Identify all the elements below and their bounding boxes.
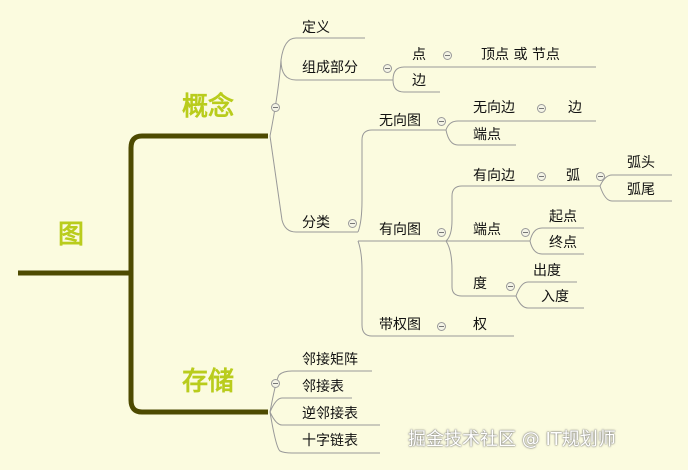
collapse-toggle-icon[interactable] — [437, 117, 446, 126]
weight-node: 权 — [473, 317, 487, 333]
storage-item: 邻接矩阵 — [302, 352, 358, 368]
in-degree-node: 入度 — [541, 289, 569, 305]
directed-endpoint-node: 端点 — [473, 222, 501, 238]
storage-item: 邻接表 — [302, 379, 344, 395]
collapse-toggle-icon[interactable] — [596, 172, 605, 181]
collapse-toggle-icon[interactable] — [437, 322, 446, 331]
collapse-toggle-icon[interactable] — [348, 219, 357, 228]
undirected-edge-node: 无向边 — [473, 100, 515, 116]
collapse-toggle-icon[interactable] — [271, 379, 280, 388]
directed-graph-node: 有向图 — [379, 222, 421, 238]
end-point-node: 终点 — [549, 235, 577, 251]
storage-item: 十字链表 — [302, 433, 358, 449]
undirected-edge-value: 边 — [568, 100, 582, 116]
collapse-toggle-icon[interactable] — [521, 228, 530, 237]
collapse-toggle-icon[interactable] — [506, 282, 515, 291]
watermark-text: 掘金技术社区 @ IT规划师 — [408, 429, 616, 450]
arc-head-node: 弧头 — [627, 155, 655, 171]
root-node-label: 图 — [58, 220, 85, 250]
collapse-toggle-icon[interactable] — [443, 51, 452, 60]
collapse-toggle-icon[interactable] — [537, 172, 546, 181]
storage-node-label: 存储 — [182, 367, 235, 397]
arc-tail-node: 弧尾 — [627, 182, 655, 198]
collapse-toggle-icon[interactable] — [271, 103, 280, 112]
collapse-toggle-icon[interactable] — [537, 104, 546, 113]
composition-node: 组成部分 — [302, 60, 358, 76]
storage-item: 逆邻接表 — [302, 406, 358, 422]
degree-node: 度 — [473, 276, 487, 292]
undirected-endpoint-node: 端点 — [473, 127, 501, 143]
directed-edge-node: 有向边 — [473, 168, 515, 184]
undirected-graph-node: 无向图 — [379, 113, 421, 129]
classification-node: 分类 — [302, 215, 330, 231]
vertex-node: 点 — [412, 47, 426, 63]
concept-node-label: 概念 — [182, 92, 235, 122]
collapse-toggle-icon[interactable] — [437, 228, 446, 237]
arc-node: 弧 — [566, 168, 580, 184]
edge-node: 边 — [412, 73, 426, 89]
definition-node: 定义 — [302, 20, 330, 36]
out-degree-node: 出度 — [533, 263, 561, 279]
start-point-node: 起点 — [549, 209, 577, 225]
vertex-detail-node: 顶点 或 节点 — [481, 47, 560, 63]
collapse-toggle-icon[interactable] — [383, 64, 392, 73]
weighted-graph-node: 带权图 — [379, 317, 421, 333]
